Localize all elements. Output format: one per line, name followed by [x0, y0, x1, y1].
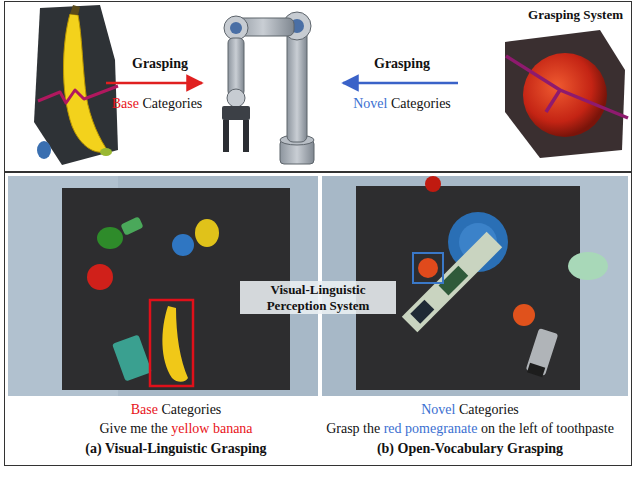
- category-label: Novel Categories: [421, 402, 519, 419]
- object: [112, 334, 152, 381]
- subfigure-caption: (b) Open-Vocabulary Grasping: [377, 441, 563, 458]
- banana-pointcloud: [34, 5, 118, 165]
- robot-link: [228, 38, 244, 96]
- instruction-text: yellow banana: [171, 421, 252, 436]
- robot-joint: [227, 89, 245, 107]
- subfigure-caption: (a) Visual-Linguistic Grasping: [85, 441, 266, 458]
- toothpaste-box: [402, 232, 502, 332]
- object: [513, 304, 535, 326]
- instruction-text: Grasp the red pomegranateon the left of t…: [326, 421, 614, 438]
- subfigure-caption: (b) Open-Vocabulary Grasping: [377, 441, 563, 456]
- category-label: Categories: [142, 96, 202, 111]
- system-panel: Grasping System: [4, 1, 632, 172]
- object: [527, 363, 545, 377]
- object: [87, 264, 113, 290]
- pomegranate: [523, 53, 607, 137]
- gripper-finger: [223, 120, 229, 152]
- category-label: BaseCategories: [131, 402, 222, 419]
- panel-title: Grasping System: [528, 7, 623, 23]
- object: [425, 176, 441, 192]
- gripper-body: [222, 106, 250, 120]
- pomegranate: [418, 258, 438, 278]
- category-label: Categories: [391, 96, 451, 111]
- instruction-text: Give me the yellow banana: [99, 421, 252, 438]
- category-label: Novel: [353, 96, 387, 111]
- category-label: Categories: [459, 402, 519, 417]
- object: [97, 227, 123, 249]
- category-label: Categories: [161, 402, 221, 417]
- grasp-arrow: [106, 82, 202, 85]
- panel-title: Visual-Linguistic Perception System: [240, 281, 396, 314]
- pointcloud-ground: [505, 30, 625, 158]
- pointcloud-ground: [34, 5, 118, 165]
- object: [120, 216, 143, 235]
- banana: [162, 306, 188, 382]
- instruction-text: Grasp the: [326, 421, 380, 436]
- arrow-label: Grasping: [132, 56, 188, 71]
- detection-box: [413, 253, 443, 283]
- category-label: Novel: [421, 402, 455, 417]
- pointcloud-blob: [37, 141, 51, 159]
- banana-tip: [100, 148, 112, 156]
- category-label: Base: [131, 402, 158, 417]
- robot-link: [287, 28, 307, 142]
- instruction-text: on the left of toothpaste: [481, 421, 614, 436]
- detection-box: [150, 300, 193, 386]
- grasp-arrow: [343, 82, 458, 85]
- arrow-label: Grasping: [374, 56, 430, 71]
- grasp-pose: [506, 56, 628, 118]
- banana: [64, 14, 109, 152]
- banana-stem: [70, 5, 80, 15]
- category-label: Novel Categories: [353, 96, 451, 113]
- category-label: Base: [112, 96, 139, 111]
- category-label: BaseCategories: [112, 96, 203, 113]
- robot-joint-cap: [230, 22, 242, 34]
- instruction-text: Give me the: [99, 421, 167, 436]
- gripper-finger: [243, 120, 249, 152]
- robot-arm: [222, 12, 314, 164]
- arrow-label: Grasping: [374, 56, 430, 73]
- toothpaste-print: [410, 300, 434, 324]
- pomegranate-pointcloud: [505, 30, 628, 158]
- robot-joint: [224, 16, 248, 40]
- arrow-label: Grasping: [132, 56, 188, 73]
- subfigure-caption: (a) Visual-Linguistic Grasping: [85, 441, 266, 456]
- object: [195, 219, 219, 247]
- toothpaste: [402, 232, 502, 332]
- object: [172, 234, 194, 256]
- instruction-text: red pomegranate: [384, 421, 478, 436]
- grasp-pose: [38, 86, 118, 103]
- object: [568, 252, 608, 280]
